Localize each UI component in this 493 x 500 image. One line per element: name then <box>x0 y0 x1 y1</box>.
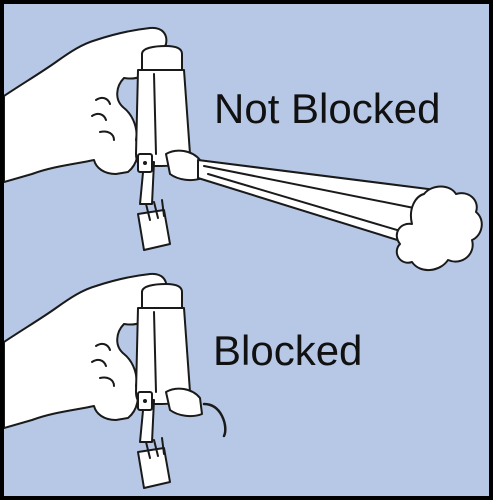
bottom-canister <box>142 284 182 308</box>
top-mouthpiece <box>166 151 202 180</box>
bottom-cap <box>138 448 170 488</box>
bottom-spray-dribble <box>204 404 225 436</box>
top-inhaler <box>136 46 202 250</box>
top-canister <box>142 46 182 70</box>
not-blocked-label: Not Blocked <box>214 88 440 130</box>
top-cap-dot <box>143 161 147 165</box>
bottom-cap-dot <box>143 399 147 403</box>
bottom-mouthpiece <box>166 389 202 416</box>
inhaler-illustration <box>4 4 489 496</box>
blocked-label: Blocked <box>213 330 362 372</box>
top-spray <box>198 160 482 270</box>
top-cap <box>138 210 170 250</box>
bottom-inhaler <box>136 284 202 488</box>
